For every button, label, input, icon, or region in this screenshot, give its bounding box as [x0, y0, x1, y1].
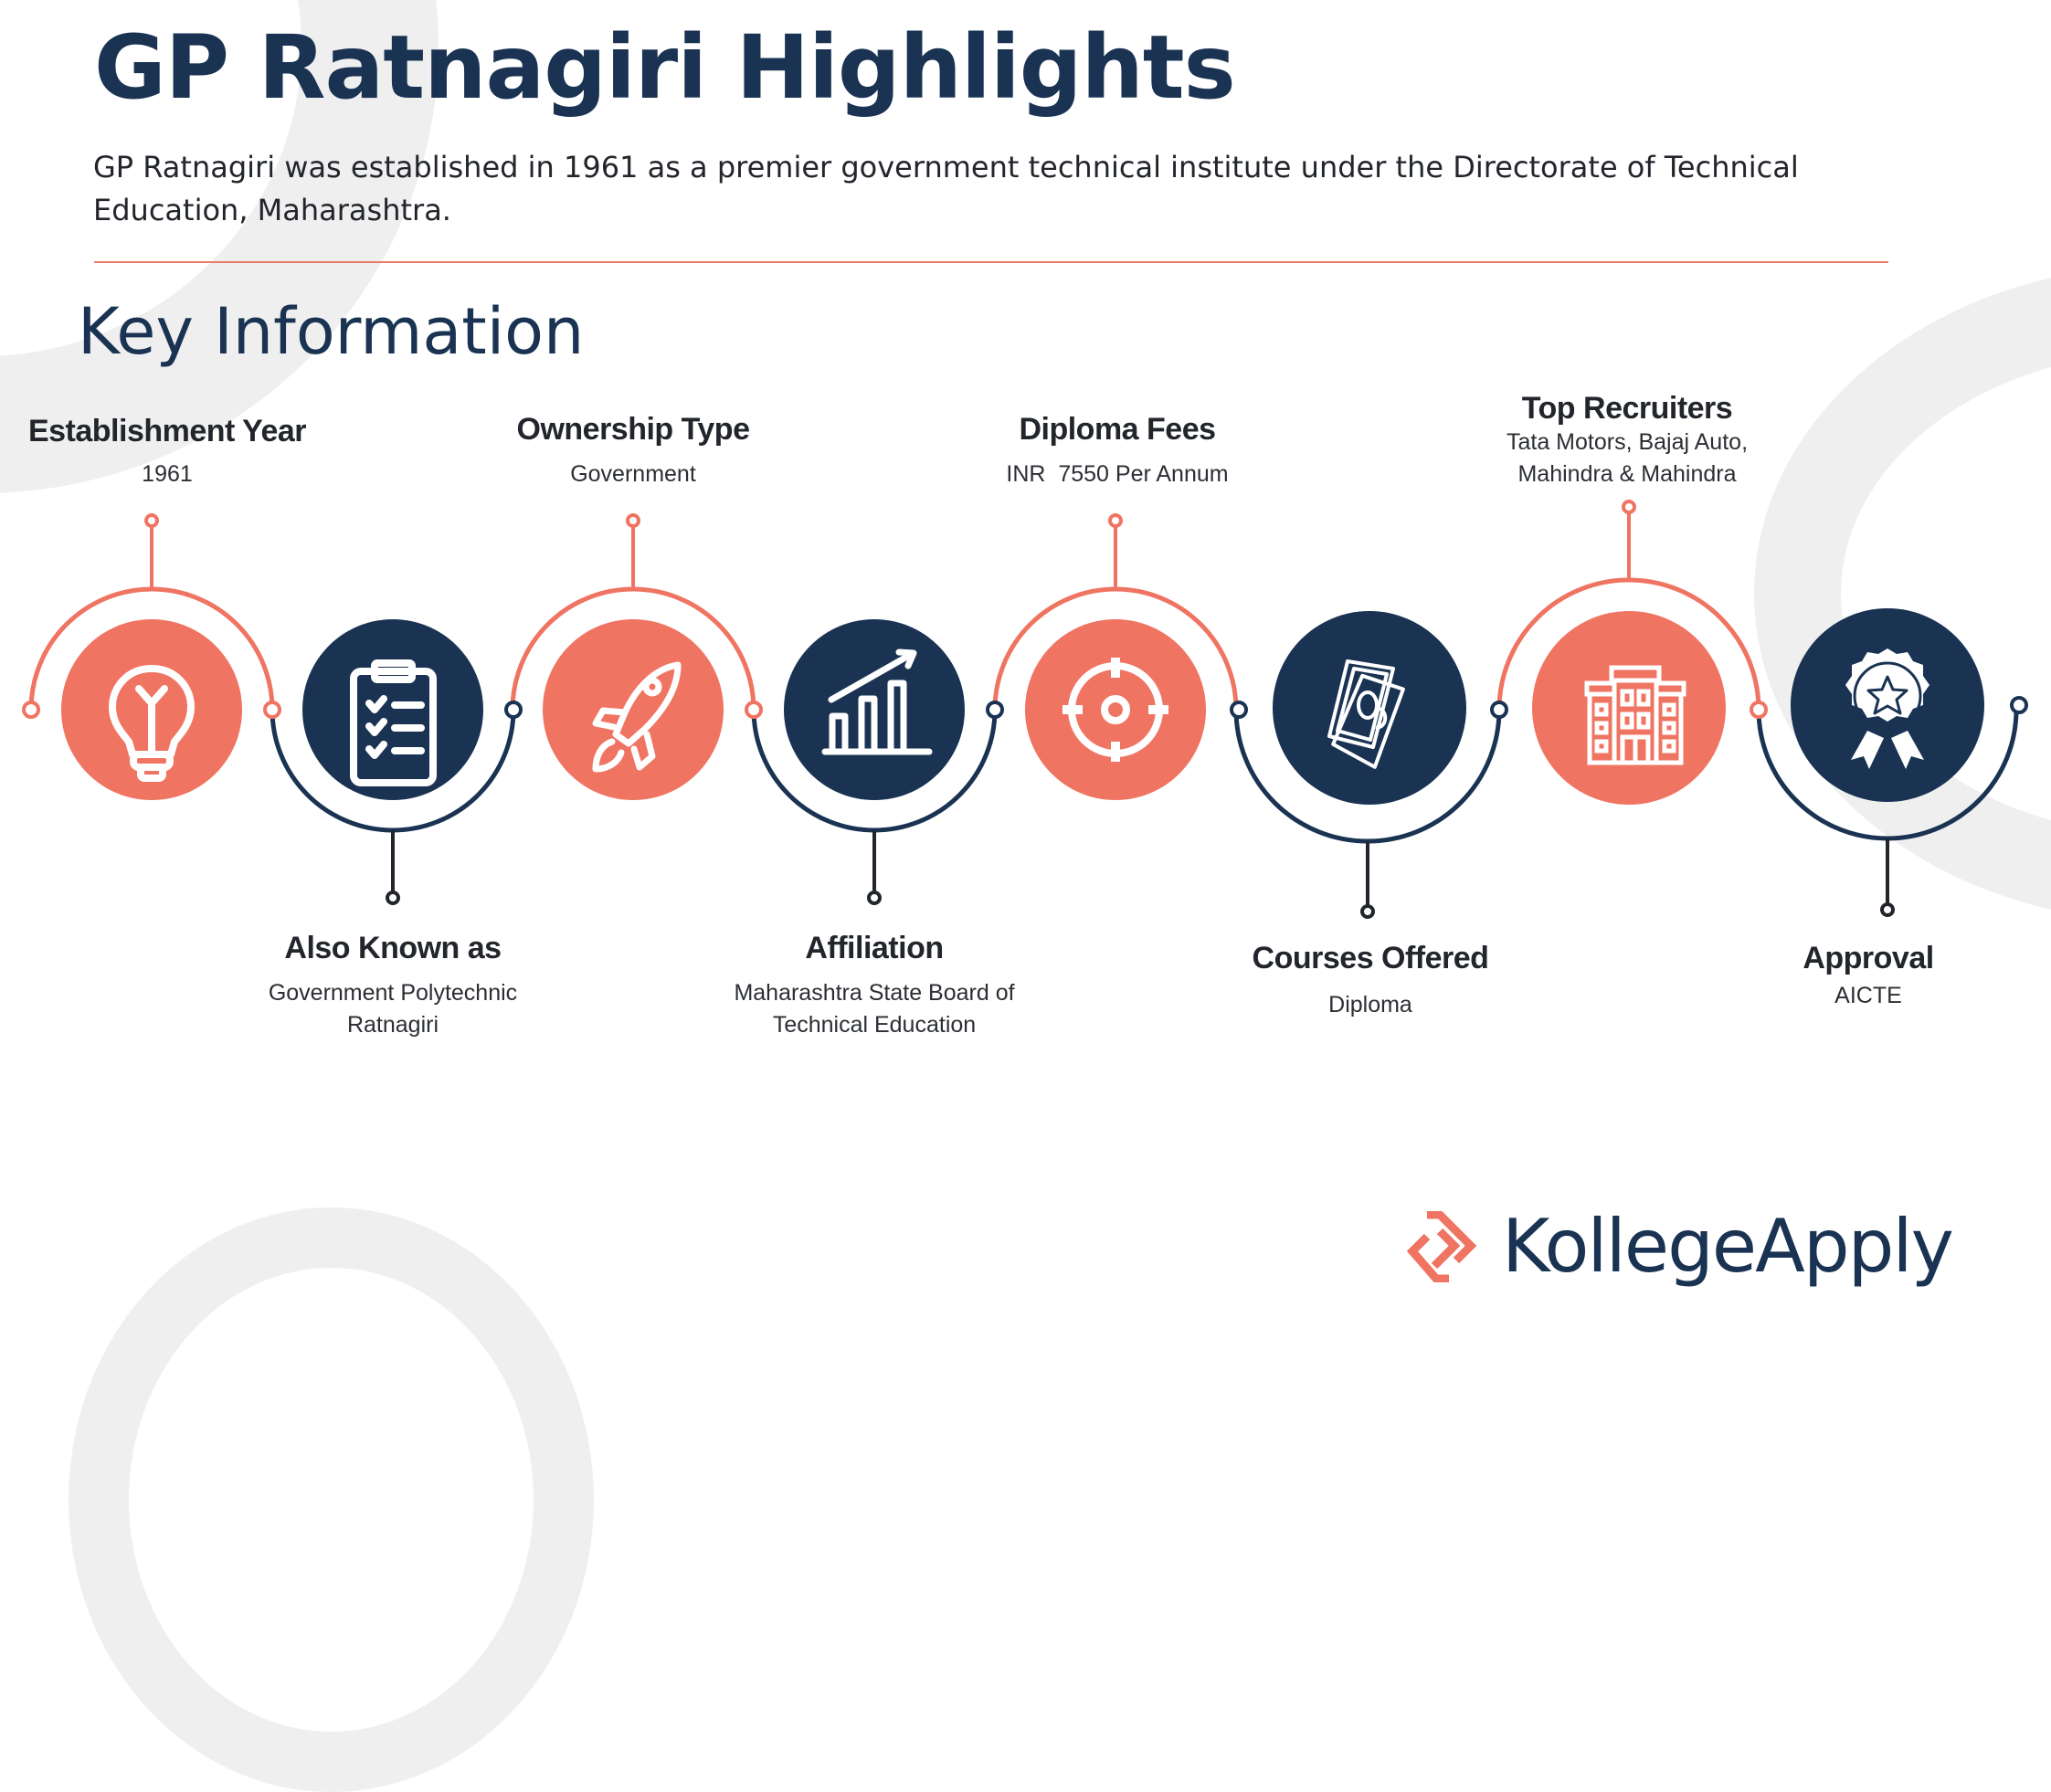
money-notes-icon — [1327, 659, 1405, 769]
lightbulb-icon — [109, 665, 195, 782]
arc-top-7 — [1496, 577, 1761, 711]
item-approval: Approval AICTE — [1803, 940, 1934, 1012]
arc-bottom-8 — [1756, 709, 2019, 841]
brand-name: KollegeApply — [1502, 1204, 1954, 1289]
item-value: AICTE — [1834, 983, 1902, 1008]
item-heading: Ownership Type — [516, 412, 750, 447]
stem-dot — [626, 513, 640, 528]
item-heading: Courses Offered — [1252, 941, 1489, 975]
item-heading: Diploma Fees — [1019, 412, 1216, 447]
item-value-line-1: Maharashtra State Board of — [734, 980, 1015, 1006]
rocket-icon — [592, 661, 682, 773]
header-divider — [94, 261, 1888, 263]
item-top-recruiters: Top Recruiters Tata Motors, Bajaj Auto, … — [1507, 390, 1748, 490]
item-value: Diploma — [1328, 992, 1412, 1017]
item-courses-offered: Courses Offered Diploma — [1253, 940, 1489, 1021]
node-also-known-as — [302, 619, 483, 800]
node-establishment-year — [61, 619, 242, 800]
node-courses-offered — [1273, 611, 1466, 805]
item-heading: Also Known as — [284, 931, 502, 965]
item-diploma-fees: Diploma Fees INR 7550 Per Annum — [1006, 411, 1228, 490]
item-value-line-2: Ratnagiri — [346, 1012, 439, 1038]
stem-dot — [144, 513, 159, 528]
item-value-line-1: Tata Motors, Bajaj Auto, — [1506, 429, 1749, 455]
node-top-recruiters — [1532, 611, 1726, 805]
item-also-known-as: Also Known as Government Polytechnic Rat… — [269, 930, 517, 1041]
page-title: GP Ratnagiri Highlights — [94, 16, 1236, 119]
stem-dot — [1360, 904, 1375, 919]
stem-dot — [1108, 513, 1123, 528]
page-description: GP Ratnagiri was established in 1961 as … — [93, 150, 1799, 227]
item-value-line-1: Government Polytechnic — [268, 980, 518, 1006]
item-value-line-2: Technical Education — [772, 1012, 977, 1038]
node-diploma-fees — [1025, 619, 1206, 800]
growth-chart-icon — [821, 648, 933, 755]
stem-dot — [867, 891, 882, 905]
item-ownership-type: Ownership Type Government — [517, 411, 750, 490]
stem-dot — [1622, 500, 1636, 514]
chevron-logo-icon — [1407, 1211, 1477, 1282]
timeline-diagram — [22, 500, 2028, 919]
item-value: Government — [570, 461, 696, 487]
item-heading: Establishment Year — [27, 414, 307, 448]
stem-dot — [1880, 902, 1895, 917]
item-heading: Affiliation — [805, 931, 944, 965]
clipboard-checklist-icon — [350, 659, 437, 786]
node-affiliation — [784, 619, 965, 800]
item-affiliation: Affiliation Maharashtra State Board of T… — [734, 930, 1014, 1041]
building-icon — [1584, 665, 1686, 765]
node-approval — [1791, 608, 1984, 802]
section-title: Key Information — [78, 294, 585, 369]
item-value: 1961 — [142, 461, 193, 487]
award-badge-icon — [1845, 648, 1929, 769]
item-value: INR 7550 Per Annum — [1006, 461, 1229, 487]
target-icon — [1063, 658, 1168, 762]
brand-logo: KollegeApply — [1407, 1204, 1954, 1289]
node-ownership-type — [543, 619, 724, 800]
item-value-line-2: Mahindra & Mahindra — [1517, 461, 1737, 487]
stem-dot — [386, 891, 400, 905]
item-establishment-year: Establishment Year 1961 — [27, 413, 307, 490]
item-heading: Top Recruiters — [1521, 391, 1733, 426]
item-heading: Approval — [1803, 941, 1934, 975]
